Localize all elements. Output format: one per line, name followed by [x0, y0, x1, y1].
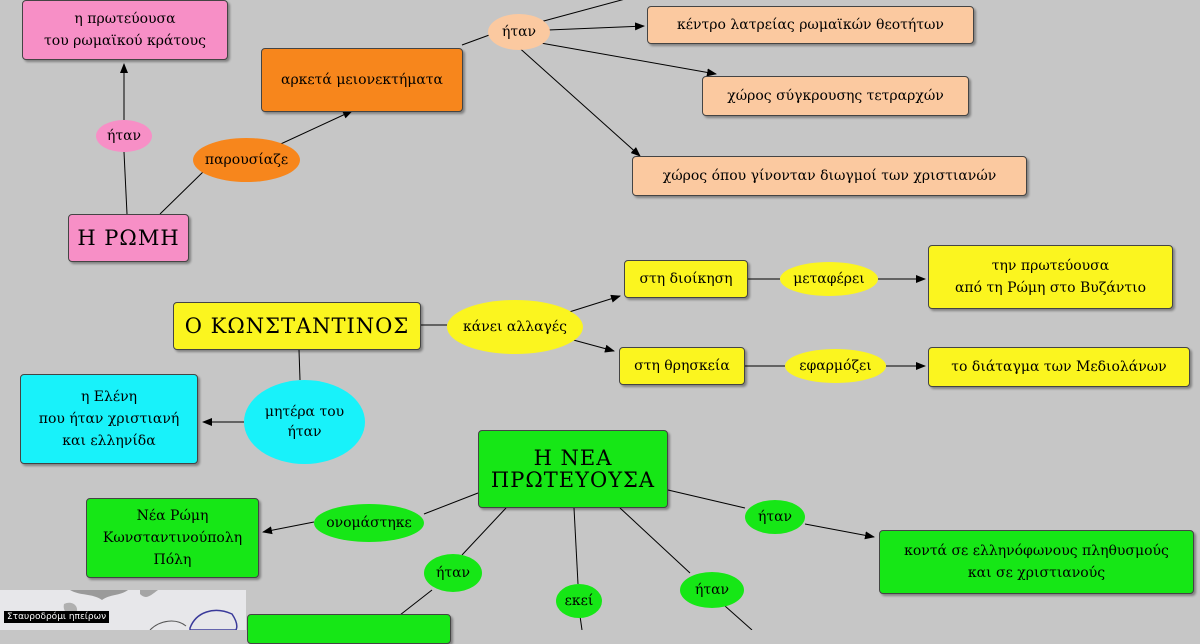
line-named-to-new-rome [262, 521, 315, 535]
line-was-to-cult [547, 22, 645, 31]
node-new-rome: Νέα Ρώμη Κωνσταντινούπολη Πόλη [86, 498, 259, 578]
line-was-left-down [399, 589, 433, 616]
link-was-rome: ήταν [96, 120, 152, 152]
link-named: ονομάστηκε [314, 504, 424, 542]
map-inset-label: Σταυροδρόμι ηπείρων [4, 611, 110, 623]
link-there: εκεί [556, 584, 602, 618]
node-capital-of-roman-state: η πρωτεύουσα του ρωμαϊκού κράτους [22, 0, 228, 60]
node-tetrarch-conflict: χώρος σύγκρουσης τετραρχών [702, 76, 969, 116]
node-constantine: Ο ΚΩΝΣΤΑΝΤΙΝΟΣ [173, 302, 421, 350]
link-was-top: ήταν [488, 14, 550, 50]
line-was-to-top [539, 0, 624, 23]
link-mother-was: μητέρα του ήταν [244, 380, 365, 464]
node-cult-center: κέντρο λατρείας ρωμαϊκών θεοτήτων [647, 6, 974, 44]
node-rome: Η ΡΩΜΗ [68, 214, 189, 262]
line-was-to-persecutions [514, 43, 641, 157]
link-was-mid: ήταν [680, 572, 744, 608]
line-new-capital-to-there [573, 507, 579, 585]
link-was-right: ήταν [745, 500, 805, 534]
line-changes-to-administration [565, 294, 621, 314]
line-disadvantages-to-was [461, 33, 493, 46]
line-new-capital-to-named [423, 492, 479, 515]
line-new-capital-to-was-right [667, 489, 746, 509]
node-disadvantages: αρκετά μειονεκτήματα [261, 48, 463, 112]
map-inset: Σταυροδρόμι ηπείρων [0, 590, 246, 630]
line-rome-to-was [123, 151, 128, 215]
node-milan-edict: το διάταγμα των Μεδιολάνων [928, 347, 1190, 387]
node-moves-capital: την πρωτεύουσα από τη Ρώμη στο Βυζάντιο [928, 245, 1173, 309]
line-was-right-to-near [804, 523, 875, 540]
link-applies: εφαρμόζει [785, 349, 886, 383]
line-was-to-tetrarch [534, 41, 717, 77]
node-near-greek-populations: κοντά σε ελληνόφωνους πληθυσμούς και σε … [879, 530, 1194, 594]
node-new-capital: Η ΝΕΑ ΠΡΩΤΕΥΟΥΣΑ [478, 430, 668, 508]
line-new-capital-to-was-left [461, 507, 507, 556]
link-transfers: μεταφέρει [780, 262, 878, 296]
connector-lines [120, 0, 926, 630]
node-helen: η Ελένη που ήταν χριστιανή και ελληνίδα [20, 374, 198, 464]
node-religion: στη θρησκεία [619, 347, 745, 385]
map-illustration [63, 590, 238, 630]
node-persecutions: χώρος όπου γίνονταν διωγμοί των χριστιαν… [632, 156, 1027, 196]
line-presented-to-disadvantages [271, 110, 353, 149]
line-rome-to-presented [159, 169, 206, 215]
line-new-capital-to-was-mid [619, 507, 691, 574]
node-partial-bottom [247, 614, 451, 644]
link-presented: παρουσίαζε [193, 138, 300, 182]
line-there-down [579, 615, 583, 630]
link-makes-changes: κάνει αλλαγές [447, 300, 583, 354]
node-administration: στη διοίκηση [624, 260, 748, 298]
line-constantine-to-mother [298, 349, 301, 381]
link-was-left: ήταν [424, 554, 482, 592]
line-was-mid-down [724, 605, 753, 630]
